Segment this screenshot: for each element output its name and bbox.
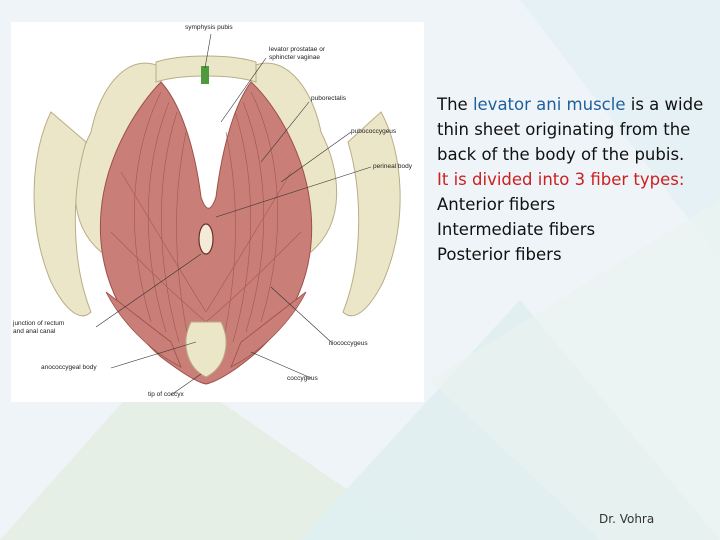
author-footer: Dr. Vohra [599,512,655,526]
levator-ani-highlight: levator ani muscle [472,95,626,114]
right-iliac-blade [342,111,401,317]
description-text: The levator ani muscle is a wide thin sh… [437,92,705,267]
pelvic-floor-illustration: symphysis pubis levator prostatae or sph… [11,22,424,402]
coccyx-bone [185,321,227,378]
label-pubococcygeus: pubococcygeus [351,128,397,135]
label-tip-of-coccyx: tip of coccyx [148,391,184,398]
fiber-types-heading: It is divided into 3 fiber types: [437,170,685,189]
coccygeus-right [230,291,307,368]
label-anococcygeal-body: anococcygeal body [41,364,97,371]
label-junction-rectum: junction of rectum and anal canal [13,320,65,335]
fiber-type-anterior: Anterior fibers [437,195,556,214]
label-coccygeus: coccygeus [287,375,318,382]
intro-prefix: The [437,95,473,114]
coccygeus-left [105,291,182,368]
symphysis-ligament [201,66,209,84]
fiber-type-posterior: Posterior fibers [437,245,562,264]
intro-paragraph: The levator ani muscle is a wide thin sh… [437,92,705,167]
left-iliac-blade [33,111,92,317]
label-symphysis-pubis: symphysis pubis [185,24,233,31]
anal-canal [198,223,214,255]
label-iliococcygeus: iliococcygeus [329,340,368,347]
fiber-type-intermediate: Intermediate fibers [437,220,596,239]
label-levator-prostatae: levator prostatae or sphincter vaginae [269,46,326,61]
levator-ani-diagram [33,33,401,396]
intro-suffix: is a wide thin sheet originating from th… [437,95,704,164]
label-puborectalis: puborectalis [311,95,347,102]
label-perineal-body: perineal body [373,163,413,170]
